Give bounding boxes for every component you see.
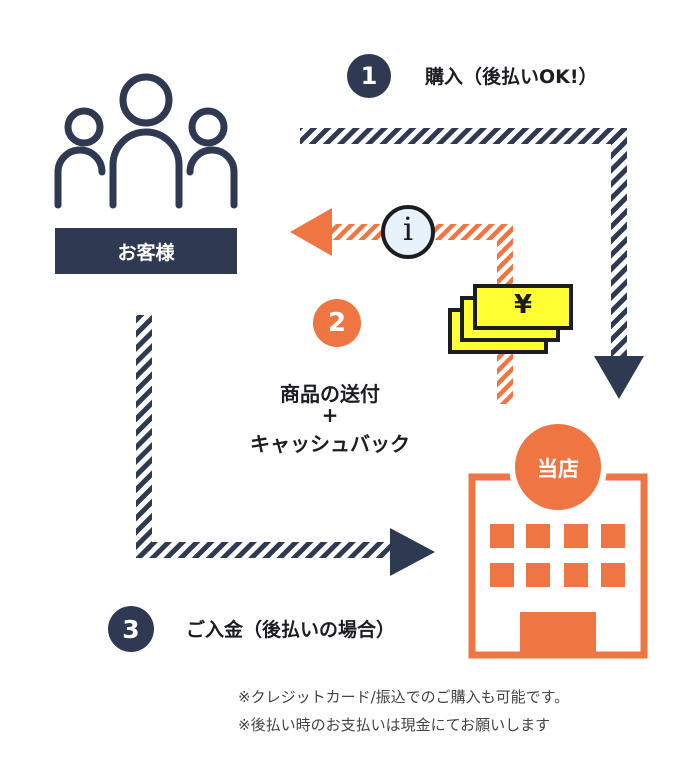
- step-1-badge: 1: [347, 54, 391, 98]
- shop-label: 当店: [537, 457, 579, 481]
- step-3-badge: 3: [108, 606, 154, 652]
- step-2-label-plus: +: [321, 403, 339, 427]
- step-2-label-line3: キャッシュバック: [250, 432, 410, 456]
- payment-flow-arrow: [136, 315, 435, 576]
- step-3-label: ご入金（後払いの場合）: [186, 619, 396, 641]
- step-2-badge: 2: [313, 299, 361, 347]
- purchase-flow-arrow: [300, 128, 644, 399]
- customer-label: お客様: [117, 242, 175, 264]
- note-payment-methods: ※クレジットカード/振込でのご購入も可能です。: [238, 688, 570, 706]
- yen-symbol: ¥: [513, 290, 533, 320]
- shop-building-icon: [468, 418, 648, 659]
- info-icon: [381, 205, 435, 259]
- step-1-label: 購入（後払いOK!）: [425, 66, 598, 88]
- yen-bills-icon: [448, 284, 573, 354]
- step-2-label-line1: 商品の送付: [280, 382, 380, 406]
- customers-icon: [54, 73, 238, 209]
- note-cash-payment: ※後払い時のお支払いは現金にてお願いします: [238, 716, 551, 734]
- info-letter: i: [402, 210, 414, 248]
- customer-label-box: [55, 228, 237, 274]
